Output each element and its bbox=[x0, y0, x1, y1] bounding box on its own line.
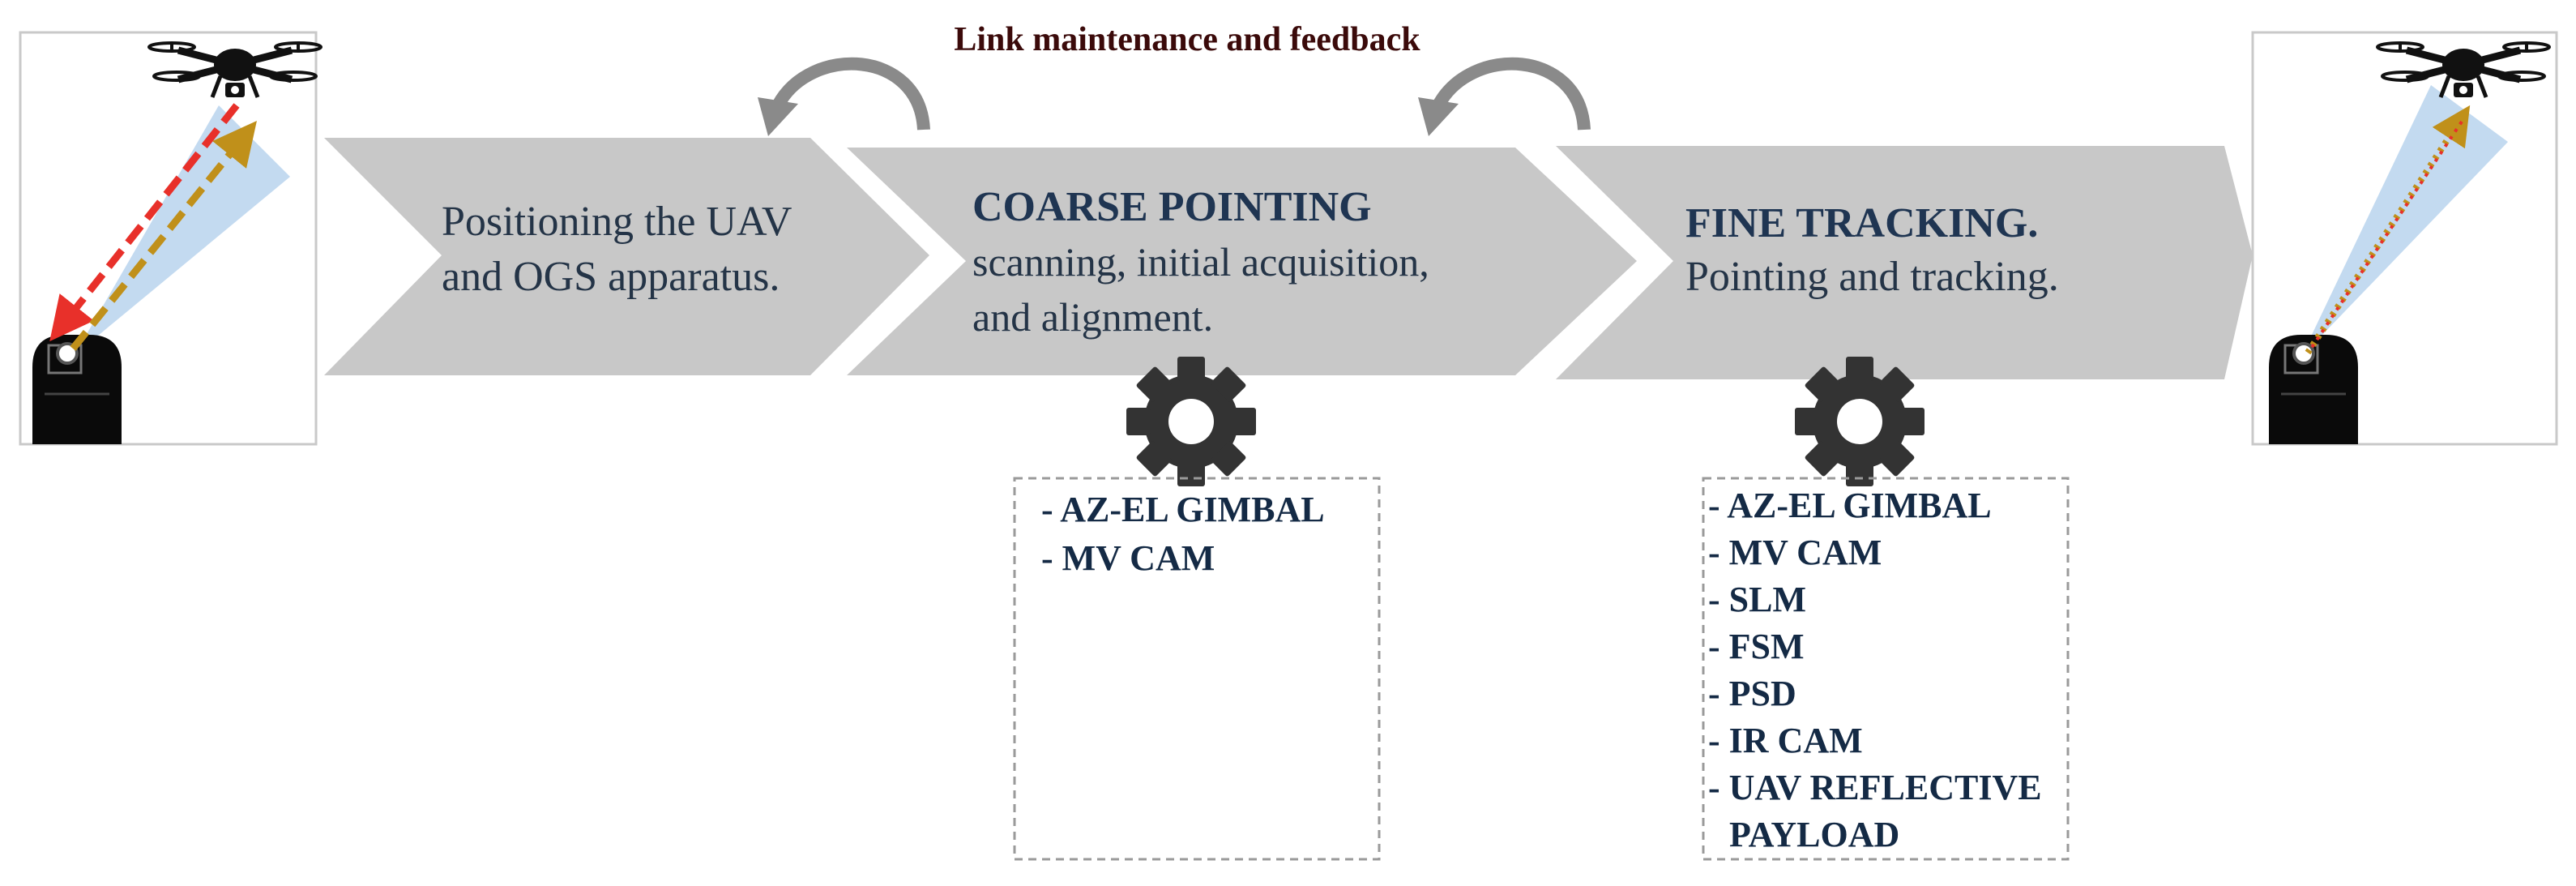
feedback-label: Link maintenance and feedback bbox=[954, 21, 1420, 58]
coarse-equipment-list: - AZ-EL GIMBAL - MV CAM bbox=[1041, 490, 1325, 578]
list-item: - MV CAM bbox=[1708, 533, 1882, 572]
beam-cone bbox=[2301, 85, 2508, 357]
uplink-arrow bbox=[70, 120, 257, 351]
stage-1-text: Positioning the UAV and OGS apparatus. bbox=[442, 199, 792, 300]
stage-chevron-1 bbox=[324, 138, 929, 375]
list-item: PAYLOAD bbox=[1729, 815, 1899, 854]
coarse-equipment-box bbox=[1013, 477, 1381, 861]
curved-arrow-icon bbox=[1418, 57, 1591, 136]
stage-2-text: COARSE POINTING scanning, initial acquis… bbox=[972, 184, 1429, 340]
list-item: - PSD bbox=[1708, 674, 1796, 713]
right-scene-panel bbox=[2251, 31, 2558, 446]
list-item: - AZ-EL GIMBAL bbox=[1041, 490, 1325, 529]
fine-equipment-box bbox=[1702, 477, 2070, 861]
left-scene-panel bbox=[19, 31, 321, 446]
list-item: - FSM bbox=[1708, 627, 1805, 666]
stage-3-text: FINE TRACKING. Pointing and tracking. bbox=[1685, 200, 2059, 300]
dotted-link-arrow bbox=[2309, 120, 2463, 350]
list-item: - UAV REFLECTIVE bbox=[1708, 768, 2042, 807]
list-item: - IR CAM bbox=[1708, 721, 1863, 760]
downlink-arrow bbox=[49, 103, 240, 342]
ground-station-icon bbox=[2267, 333, 2360, 446]
dotted-link-arrow bbox=[2305, 105, 2471, 355]
gear-icon bbox=[1795, 357, 1925, 486]
ground-station-icon bbox=[31, 333, 123, 446]
stage-2-title: COARSE POINTING bbox=[972, 184, 1372, 230]
stage-3-title: FINE TRACKING. bbox=[1685, 200, 2038, 246]
fine-equipment-list: - AZ-EL GIMBAL - MV CAM - SLM - FSM - PS… bbox=[1708, 486, 2042, 854]
stage-chevron-2 bbox=[847, 148, 1637, 375]
list-item: - SLM bbox=[1708, 580, 1806, 619]
list-item: - AZ-EL GIMBAL bbox=[1708, 486, 1992, 525]
stage-2-line-2: and alignment. bbox=[972, 294, 1213, 340]
stage-2-line-1: scanning, initial acquisition, bbox=[972, 239, 1429, 285]
gear-icon bbox=[1126, 357, 1256, 486]
stage-3-line-1: Pointing and tracking. bbox=[1685, 254, 2059, 300]
stage-1-line-2: and OGS apparatus. bbox=[442, 254, 780, 300]
curved-arrow-icon bbox=[758, 57, 930, 136]
list-item: - MV CAM bbox=[1041, 538, 1215, 578]
stage-chevron-3 bbox=[1556, 146, 2253, 379]
stage-1-line-1: Positioning the UAV bbox=[442, 199, 792, 245]
